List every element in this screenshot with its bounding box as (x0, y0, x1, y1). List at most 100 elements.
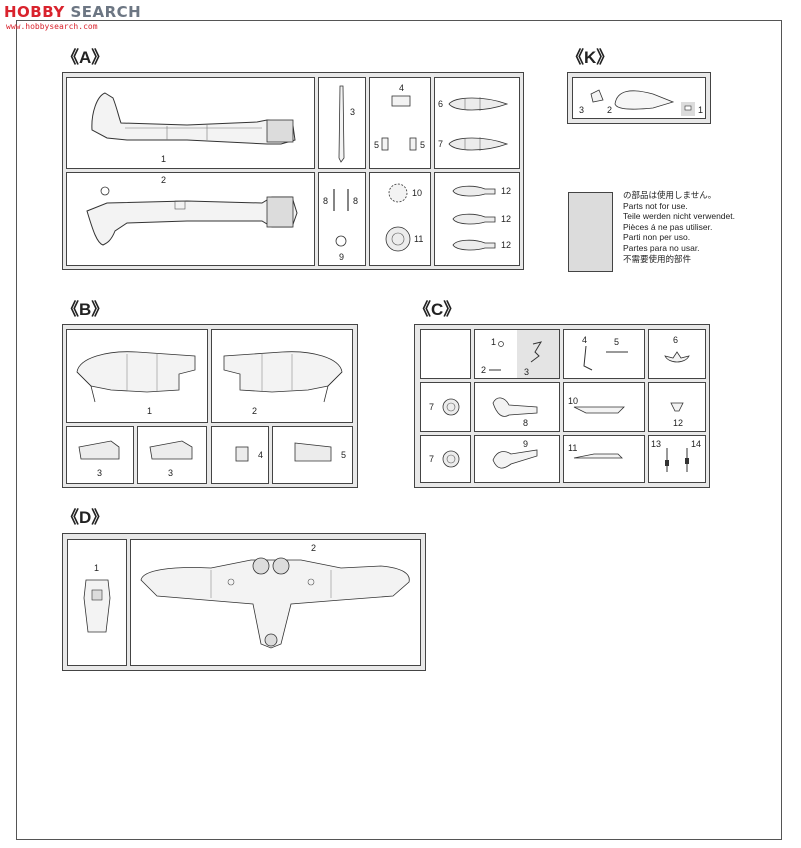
part-number: 7 (429, 402, 435, 412)
struts-and-disc-drawing (333, 189, 349, 247)
small-block-drawing (235, 446, 249, 462)
cowl-part-drawing (78, 440, 120, 460)
part-number: 9 (523, 439, 529, 449)
tail-part-drawing (492, 397, 538, 417)
cowl-part-drawing (149, 440, 193, 460)
part-cell-c6: 6 (648, 329, 706, 379)
notice-line: Partes para no usar. (623, 242, 700, 253)
part-number: 3 (168, 468, 174, 478)
part-number: 12 (501, 214, 512, 224)
part-number: 2 (481, 365, 487, 375)
small-parts-drawing (489, 330, 559, 378)
fuselage-half-right-drawing (86, 186, 298, 246)
part-number: 10 (412, 188, 423, 198)
watermark-url: www.hobbysearch.com (6, 22, 98, 31)
part-number: 5 (341, 450, 347, 460)
part-number: 8 (353, 196, 359, 206)
part-number: 8 (523, 418, 529, 428)
fuselage-half-left-drawing (91, 92, 296, 145)
part-number: 10 (568, 396, 579, 406)
part-cell-b3a: 3 (66, 426, 134, 484)
part-number: 1 (147, 406, 153, 416)
part-number: 2 (161, 175, 167, 185)
sprue-a: 1 2 3 4 5 5 (62, 72, 524, 270)
part-cell-a1: 1 (66, 77, 315, 169)
part-cell-a6-7: 6 7 (434, 77, 520, 169)
part-number: 12 (501, 186, 512, 196)
small-brackets-drawing (381, 95, 417, 151)
rod-part-drawing (338, 85, 345, 163)
sprue-d: 1 2 (62, 533, 426, 671)
part-number: 5 (374, 140, 380, 150)
part-cell-b2: 2 (211, 329, 353, 423)
part-number: 3 (97, 468, 103, 478)
tailwheel-drawing (670, 402, 684, 412)
gear-leg-drawing (573, 453, 623, 459)
part-number: 12 (501, 240, 512, 250)
part-number: 1 (161, 154, 167, 164)
canopy-parts-drawing (590, 89, 695, 116)
part-number: 1 (698, 105, 704, 115)
part-number: 7 (429, 454, 435, 464)
notice-line: Parts not for use. (623, 200, 688, 211)
part-cell-c9: 9 (474, 435, 560, 483)
part-number: 3 (524, 367, 530, 377)
part-number: 4 (258, 450, 264, 460)
part-cell-d2: 2 (130, 539, 421, 666)
part-cell-c12: 12 (648, 382, 706, 432)
part-number: 6 (673, 335, 679, 345)
notice-line: Pièces á ne pas utiliser. (623, 221, 713, 232)
section-d-label: 《D》 (62, 508, 109, 527)
part-number: 5 (614, 337, 620, 347)
part-number: 13 (651, 439, 662, 449)
part-cell-a4-5: 4 5 5 (369, 77, 431, 169)
part-cell-c13-14: 13 14 (648, 435, 706, 483)
part-cell-a10-11: 10 11 (369, 172, 431, 266)
part-cell-d1: 1 (67, 539, 127, 666)
part-cell-b3b: 3 (137, 426, 207, 484)
unused-parts-notice: の部品は使用しません。 Parts not for use. Teile wer… (623, 190, 735, 264)
watermark-logo: HOBBY SEARCH (4, 3, 142, 21)
part-cell-b4: 4 (211, 426, 269, 484)
part-cell-k: 3 2 1 (572, 77, 706, 119)
notice-line: Parti non per uso. (623, 232, 691, 243)
part-number: 2 (607, 105, 613, 115)
notice-line: Teile werden nicht verwendet. (623, 211, 735, 222)
part-cell-b1: 1 (66, 329, 208, 423)
part-cell-c4-5: 4 5 (563, 329, 645, 379)
sprue-b: 1 2 3 3 4 5 (62, 324, 358, 488)
part-number: 3 (350, 107, 356, 117)
part-number: 1 (94, 563, 100, 573)
wing-upper-left-drawing (76, 351, 196, 403)
panel-part-drawing (294, 442, 332, 462)
tail-part-drawing (492, 449, 538, 469)
page-frame (16, 20, 782, 840)
part-cell-c11: 11 (563, 435, 645, 483)
section-b-label: 《B》 (62, 300, 109, 319)
part-number: 7 (438, 139, 444, 149)
notice-line: の部品は使用しません。 (623, 190, 717, 200)
part-number: 9 (339, 252, 345, 262)
engine-part-drawing (83, 579, 111, 633)
part-cell-c7b: 7 (420, 435, 471, 483)
part-cell-a3: 3 (318, 77, 366, 169)
part-number: 1 (491, 337, 497, 347)
part-number: 12 (673, 418, 684, 428)
sprue-k: 3 2 1 (567, 72, 711, 124)
part-number: 11 (414, 234, 424, 244)
part-number: 4 (582, 335, 588, 345)
bomb-parts-drawing (452, 185, 496, 251)
part-cell-c-empty (420, 329, 471, 379)
part-cell-a2: 2 (66, 172, 315, 266)
rods-drawing (583, 345, 628, 371)
seat-part-drawing (664, 351, 690, 363)
notice-line: 不需要使用的部件 (623, 253, 692, 264)
part-cell-c10: 10 (563, 382, 645, 432)
part-number: 6 (438, 99, 444, 109)
wheel-drawing (442, 398, 460, 416)
drop-tank-halves-drawing (448, 97, 509, 151)
lower-wing-drawing (140, 557, 410, 649)
part-number: 14 (691, 439, 702, 449)
wheels-drawing (385, 183, 411, 252)
part-number: 2 (252, 406, 258, 416)
